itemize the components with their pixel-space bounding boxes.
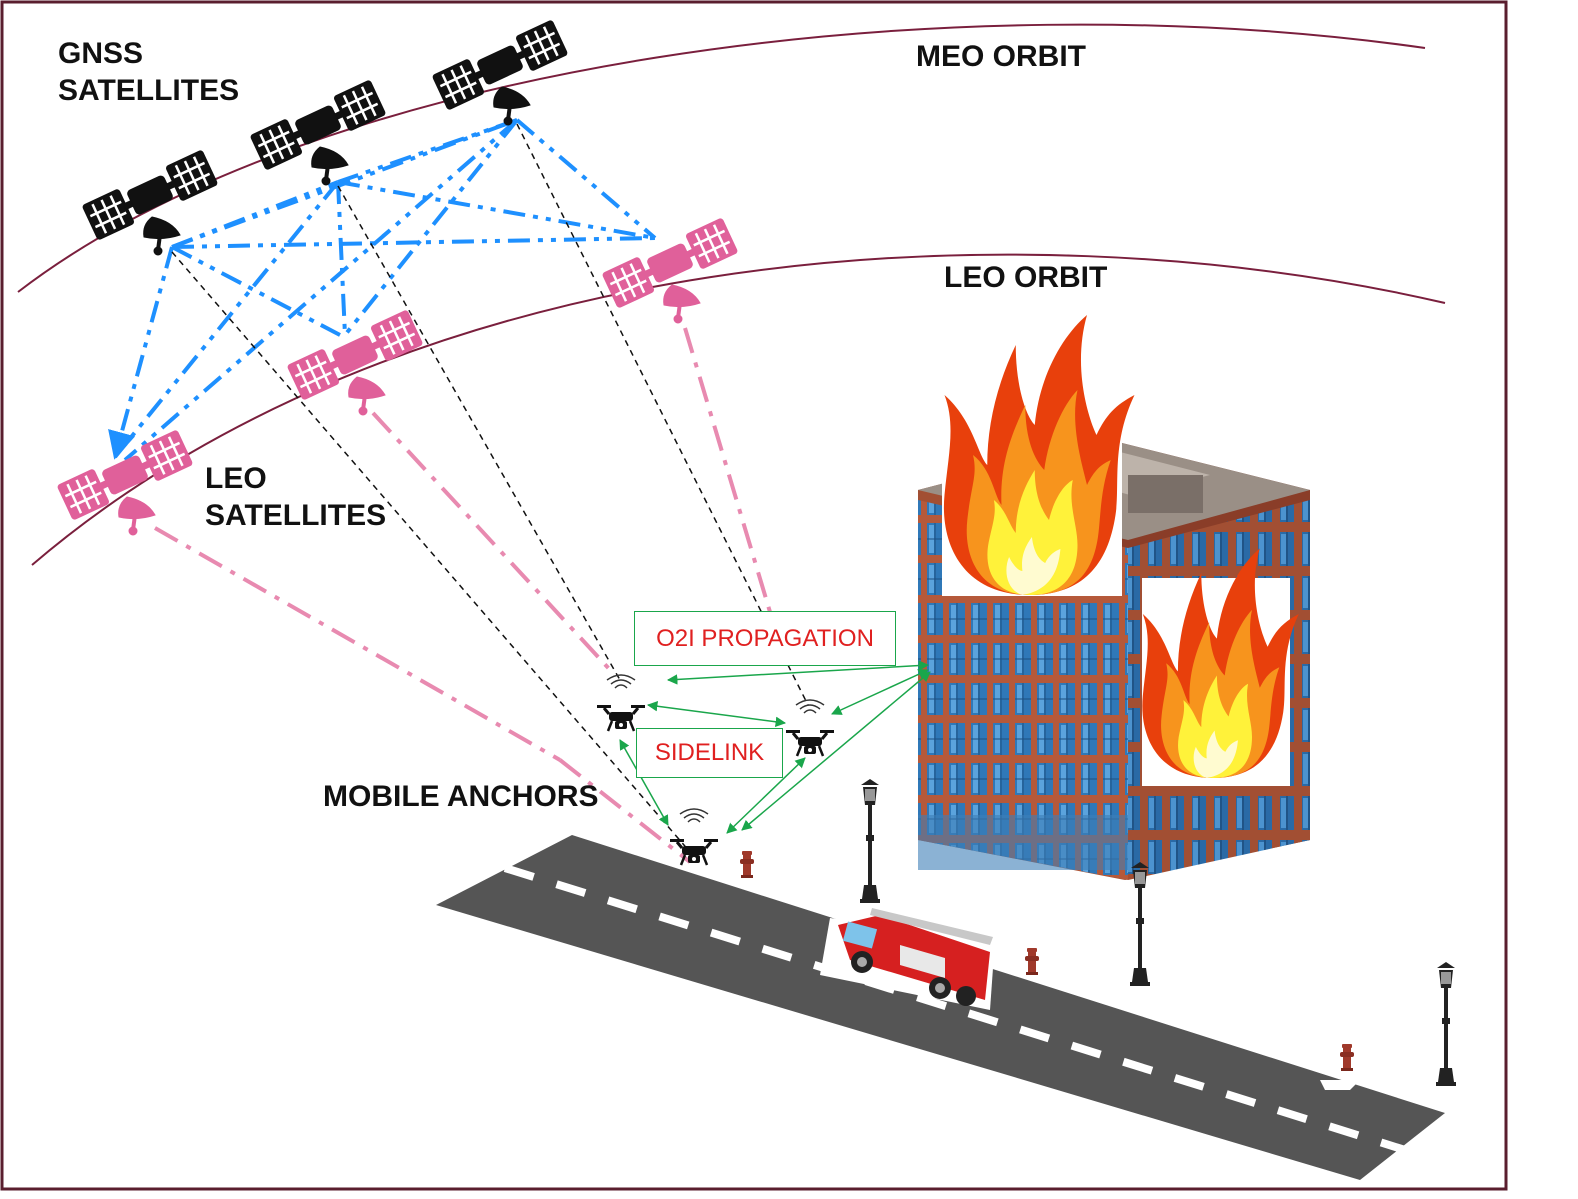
fire-hydrant-icon-3 xyxy=(1340,1044,1354,1071)
gnss-links xyxy=(108,118,657,462)
fire-icon-2 xyxy=(1142,548,1299,786)
leo-label-line1: LEO xyxy=(205,462,267,495)
diagram-frame xyxy=(0,0,1508,1191)
gnss-label-line2: SATELLITES xyxy=(58,74,240,107)
fire-hydrant-icon xyxy=(740,851,754,878)
street-lamp-icon-2 xyxy=(1130,862,1150,986)
gnss-satellite-3 xyxy=(430,17,570,128)
mobile-anchors-label: MOBILE ANCHORS xyxy=(323,780,599,813)
road xyxy=(436,835,1445,1180)
gnss-satellite-2 xyxy=(248,77,388,187)
gnss-satellite-1 xyxy=(80,147,220,257)
fire-hydrant-icon-2 xyxy=(1025,948,1039,975)
meo-orbit-label: MEO ORBIT xyxy=(916,40,1086,73)
street-lamp-icon-3 xyxy=(1436,962,1456,1086)
leo-links xyxy=(154,327,772,864)
leo-orbit-arc xyxy=(31,253,1446,566)
gnss-satellites-label: GNSS SATELLITES xyxy=(58,35,239,109)
gnss-to-anchor-links xyxy=(171,123,809,853)
drone-icon-2 xyxy=(784,698,836,758)
fire-icon xyxy=(942,315,1135,596)
meo-orbit-arc xyxy=(17,23,1426,293)
leo-satellites-label: LEO SATELLITES xyxy=(205,460,386,534)
leo-orbit-label: LEO ORBIT xyxy=(944,261,1108,294)
o2i-propagation-label: O2I PROPAGATION xyxy=(634,611,896,666)
leo-label-line2: SATELLITES xyxy=(205,499,387,532)
street-lamp-icon xyxy=(860,779,880,903)
leo-satellite-2 xyxy=(285,307,425,417)
drone-icon-1 xyxy=(595,673,647,733)
anchor-links xyxy=(619,660,931,834)
sidelink-label: SIDELINK xyxy=(636,728,783,778)
gnss-label-line1: GNSS xyxy=(58,37,144,70)
fire-truck-icon xyxy=(820,908,995,1010)
